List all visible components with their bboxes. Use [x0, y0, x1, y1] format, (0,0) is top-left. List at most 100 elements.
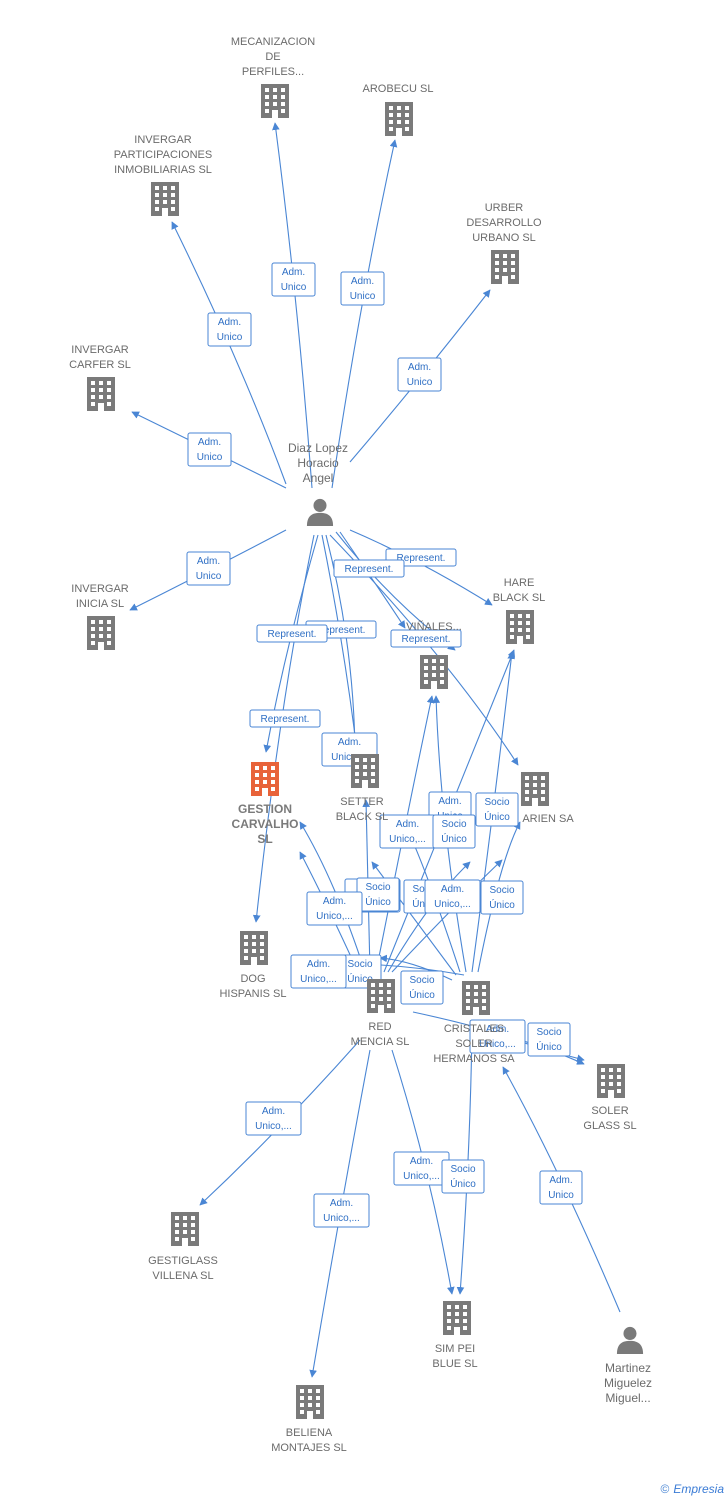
edge-label-text: Represent. — [345, 564, 394, 575]
edge-label-adm-unico[interactable]: Adm.Unico — [340, 271, 385, 306]
node-vinales[interactable]: VIÑALES... — [406, 620, 462, 689]
edge-label-text: Socio — [347, 959, 372, 970]
edge-27 — [379, 954, 453, 981]
node-label: SL — [257, 832, 272, 846]
edge-label-text: Único — [409, 988, 435, 1001]
node-mecanizacion[interactable]: MECANIZACIONDEPERFILES... — [231, 36, 315, 118]
building-icon — [351, 754, 379, 788]
node-label: HISPANIS SL — [219, 988, 286, 1000]
edge-label-text: Represent. — [402, 634, 451, 645]
node-label: Angel — [303, 471, 334, 485]
edge-label-text: Unico,... — [300, 974, 337, 985]
edge-18 — [383, 649, 516, 973]
edge-label-text: Unico,... — [434, 899, 471, 910]
edge-label-text: Único — [450, 1177, 476, 1190]
footer-brand[interactable]: ©Empresia — [660, 1482, 724, 1496]
copyright-symbol: © — [660, 1482, 670, 1496]
building-icon — [491, 250, 519, 284]
node-arobecu[interactable]: AROBECU SL — [363, 83, 434, 136]
edge-label-text: Adm. — [282, 267, 305, 278]
node-label: ARIEN SA — [522, 813, 574, 825]
node-label: GLASS SL — [583, 1120, 636, 1132]
edge-label-adm-unico[interactable]: Adm. Unico — [271, 262, 316, 297]
edge-label-adm-unico[interactable]: Adm.Unico — [539, 1170, 583, 1205]
edge-label-represent[interactable]: Represent. — [256, 624, 328, 643]
edge-label-text: Socio — [409, 975, 434, 986]
node-label: BLUE SL — [432, 1358, 477, 1370]
edge-label-text: Adm. — [549, 1175, 572, 1186]
node-label: Horacio — [297, 456, 339, 470]
edge-label-adm-unico[interactable]: Adm.Unico — [207, 312, 252, 347]
edge-label-text: Unico — [281, 282, 307, 293]
person-icon — [616, 1326, 644, 1354]
edge-label-adm-unico[interactable]: Adm. Unico — [397, 357, 442, 392]
node-martinez[interactable]: MartinezMiguelezMiguel... — [604, 1326, 652, 1405]
edge-2 — [171, 221, 287, 485]
edge-label-text: Único — [441, 832, 467, 845]
edge-label-text: Único — [489, 898, 515, 911]
edge-label-adm-unico[interactable]: Adm.Unico — [186, 551, 231, 586]
edge-label-text: Socio — [489, 885, 514, 896]
edge-label-represent[interactable]: Represent. — [390, 629, 462, 648]
edge-label-represent[interactable]: Represent. — [333, 559, 405, 578]
edge-label-adm-unico[interactable]: Adm.Unico — [187, 432, 232, 467]
edge-label-represent[interactable]: Represent. — [249, 709, 321, 728]
person-icon — [306, 498, 334, 526]
node-label: VILLENA SL — [152, 1270, 213, 1282]
edge-label-text: Unico — [196, 571, 222, 582]
edge-label-adm-unico-more[interactable]: Adm.Unico,... — [393, 1151, 450, 1186]
edge-label-adm-unico-more[interactable]: Adm.Unico,... — [245, 1101, 302, 1136]
edge-label-text: Único — [536, 1040, 562, 1053]
node-label: Miguel... — [605, 1391, 650, 1405]
node-label: HERMANOS SA — [433, 1053, 515, 1065]
edge-label-text: Unico — [217, 332, 243, 343]
edge-label-text: Socio — [365, 882, 390, 893]
edge-label-adm-unico-more[interactable]: Adm.Unico,... — [379, 814, 436, 849]
edge-label-text: Represent. — [397, 553, 446, 564]
edge-label-text: Adm. — [262, 1106, 285, 1117]
node-arien[interactable]: ARIEN SA — [521, 772, 574, 825]
edge-label-text: Represent. — [268, 629, 317, 640]
edge-label-text: Unico — [407, 377, 433, 388]
node-label: GESTION — [238, 802, 292, 816]
edge-24 — [477, 821, 521, 973]
building-icon — [87, 616, 115, 650]
edge-label-adm-unico-more[interactable]: Adm.Unico,... — [290, 954, 347, 989]
edge-label-text: Unico,... — [389, 834, 426, 845]
node-label: MONTAJES SL — [271, 1442, 347, 1454]
node-label: PARTICIPACIONES — [114, 149, 212, 161]
edge-1 — [331, 139, 398, 489]
building-icon — [240, 931, 268, 965]
edge-label-text: Adm. — [408, 362, 431, 373]
edge-label-adm-unico-more[interactable]: Adm.Unico,... — [469, 1019, 526, 1054]
building-icon — [151, 182, 179, 216]
node-label: URBER — [485, 202, 524, 214]
edge-label-adm-unico-more[interactable]: Adm.Unico,... — [306, 891, 363, 926]
edge-label-adm-unico-more[interactable]: Adm.Unico,... — [424, 879, 481, 914]
edge-label-adm-unico-more[interactable]: Adm.Unico,... — [313, 1193, 370, 1228]
edge-label-text: Unico,... — [316, 911, 353, 922]
